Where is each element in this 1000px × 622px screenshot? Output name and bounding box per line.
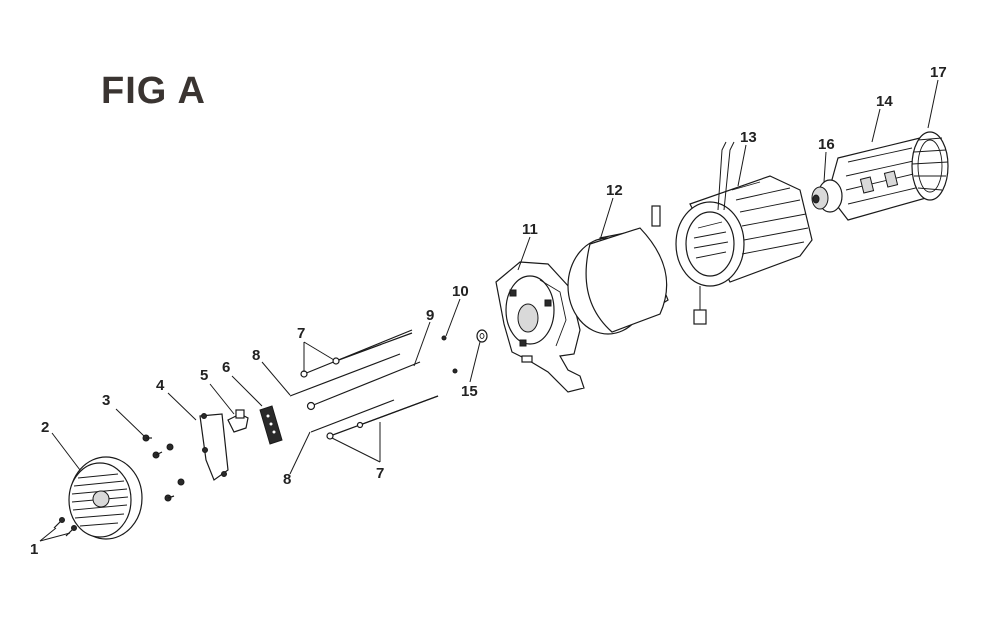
callout-5: 5: [200, 367, 208, 384]
leader-lines: [39, 79, 939, 542]
callout-4: 4: [156, 377, 165, 394]
callout-9: 9: [426, 307, 434, 324]
part-end-cover: [68, 456, 143, 540]
callout-8-lower: 8: [283, 471, 291, 488]
part-through-bolts: [289, 329, 439, 440]
callout-3: 3: [102, 392, 110, 409]
callout-14: 14: [876, 93, 893, 110]
part-screws-1: [53, 517, 77, 537]
callout-13: 13: [740, 129, 757, 146]
part-washers: [441, 329, 488, 374]
callout-1: 1: [30, 541, 38, 558]
callout-7-upper: 7: [297, 325, 305, 342]
part-brush-plate: [199, 413, 229, 481]
part-brush: [227, 409, 249, 433]
part-end-bell: [495, 261, 585, 393]
figure-title: FIG A: [101, 70, 206, 112]
callout-12: 12: [606, 182, 623, 199]
callout-7-lower: 7: [376, 465, 384, 482]
callout-16: 16: [818, 136, 835, 153]
callout-10: 10: [452, 283, 469, 300]
part-shroud: [567, 227, 669, 335]
callout-11: 11: [522, 221, 538, 238]
part-stator: [651, 141, 813, 325]
part-screws-3: [142, 434, 185, 502]
callout-15: 15: [461, 383, 478, 400]
callout-labels: 1 2 3 4 5 6 7 7 8 8 9 10 11 12 13 14 15 …: [30, 64, 947, 558]
part-terminal-block: [259, 405, 283, 445]
callout-2: 2: [41, 419, 49, 436]
part-rotor: [811, 131, 949, 221]
callout-17: 17: [930, 64, 947, 81]
callout-6: 6: [222, 359, 230, 376]
callout-8-upper: 8: [252, 347, 260, 364]
